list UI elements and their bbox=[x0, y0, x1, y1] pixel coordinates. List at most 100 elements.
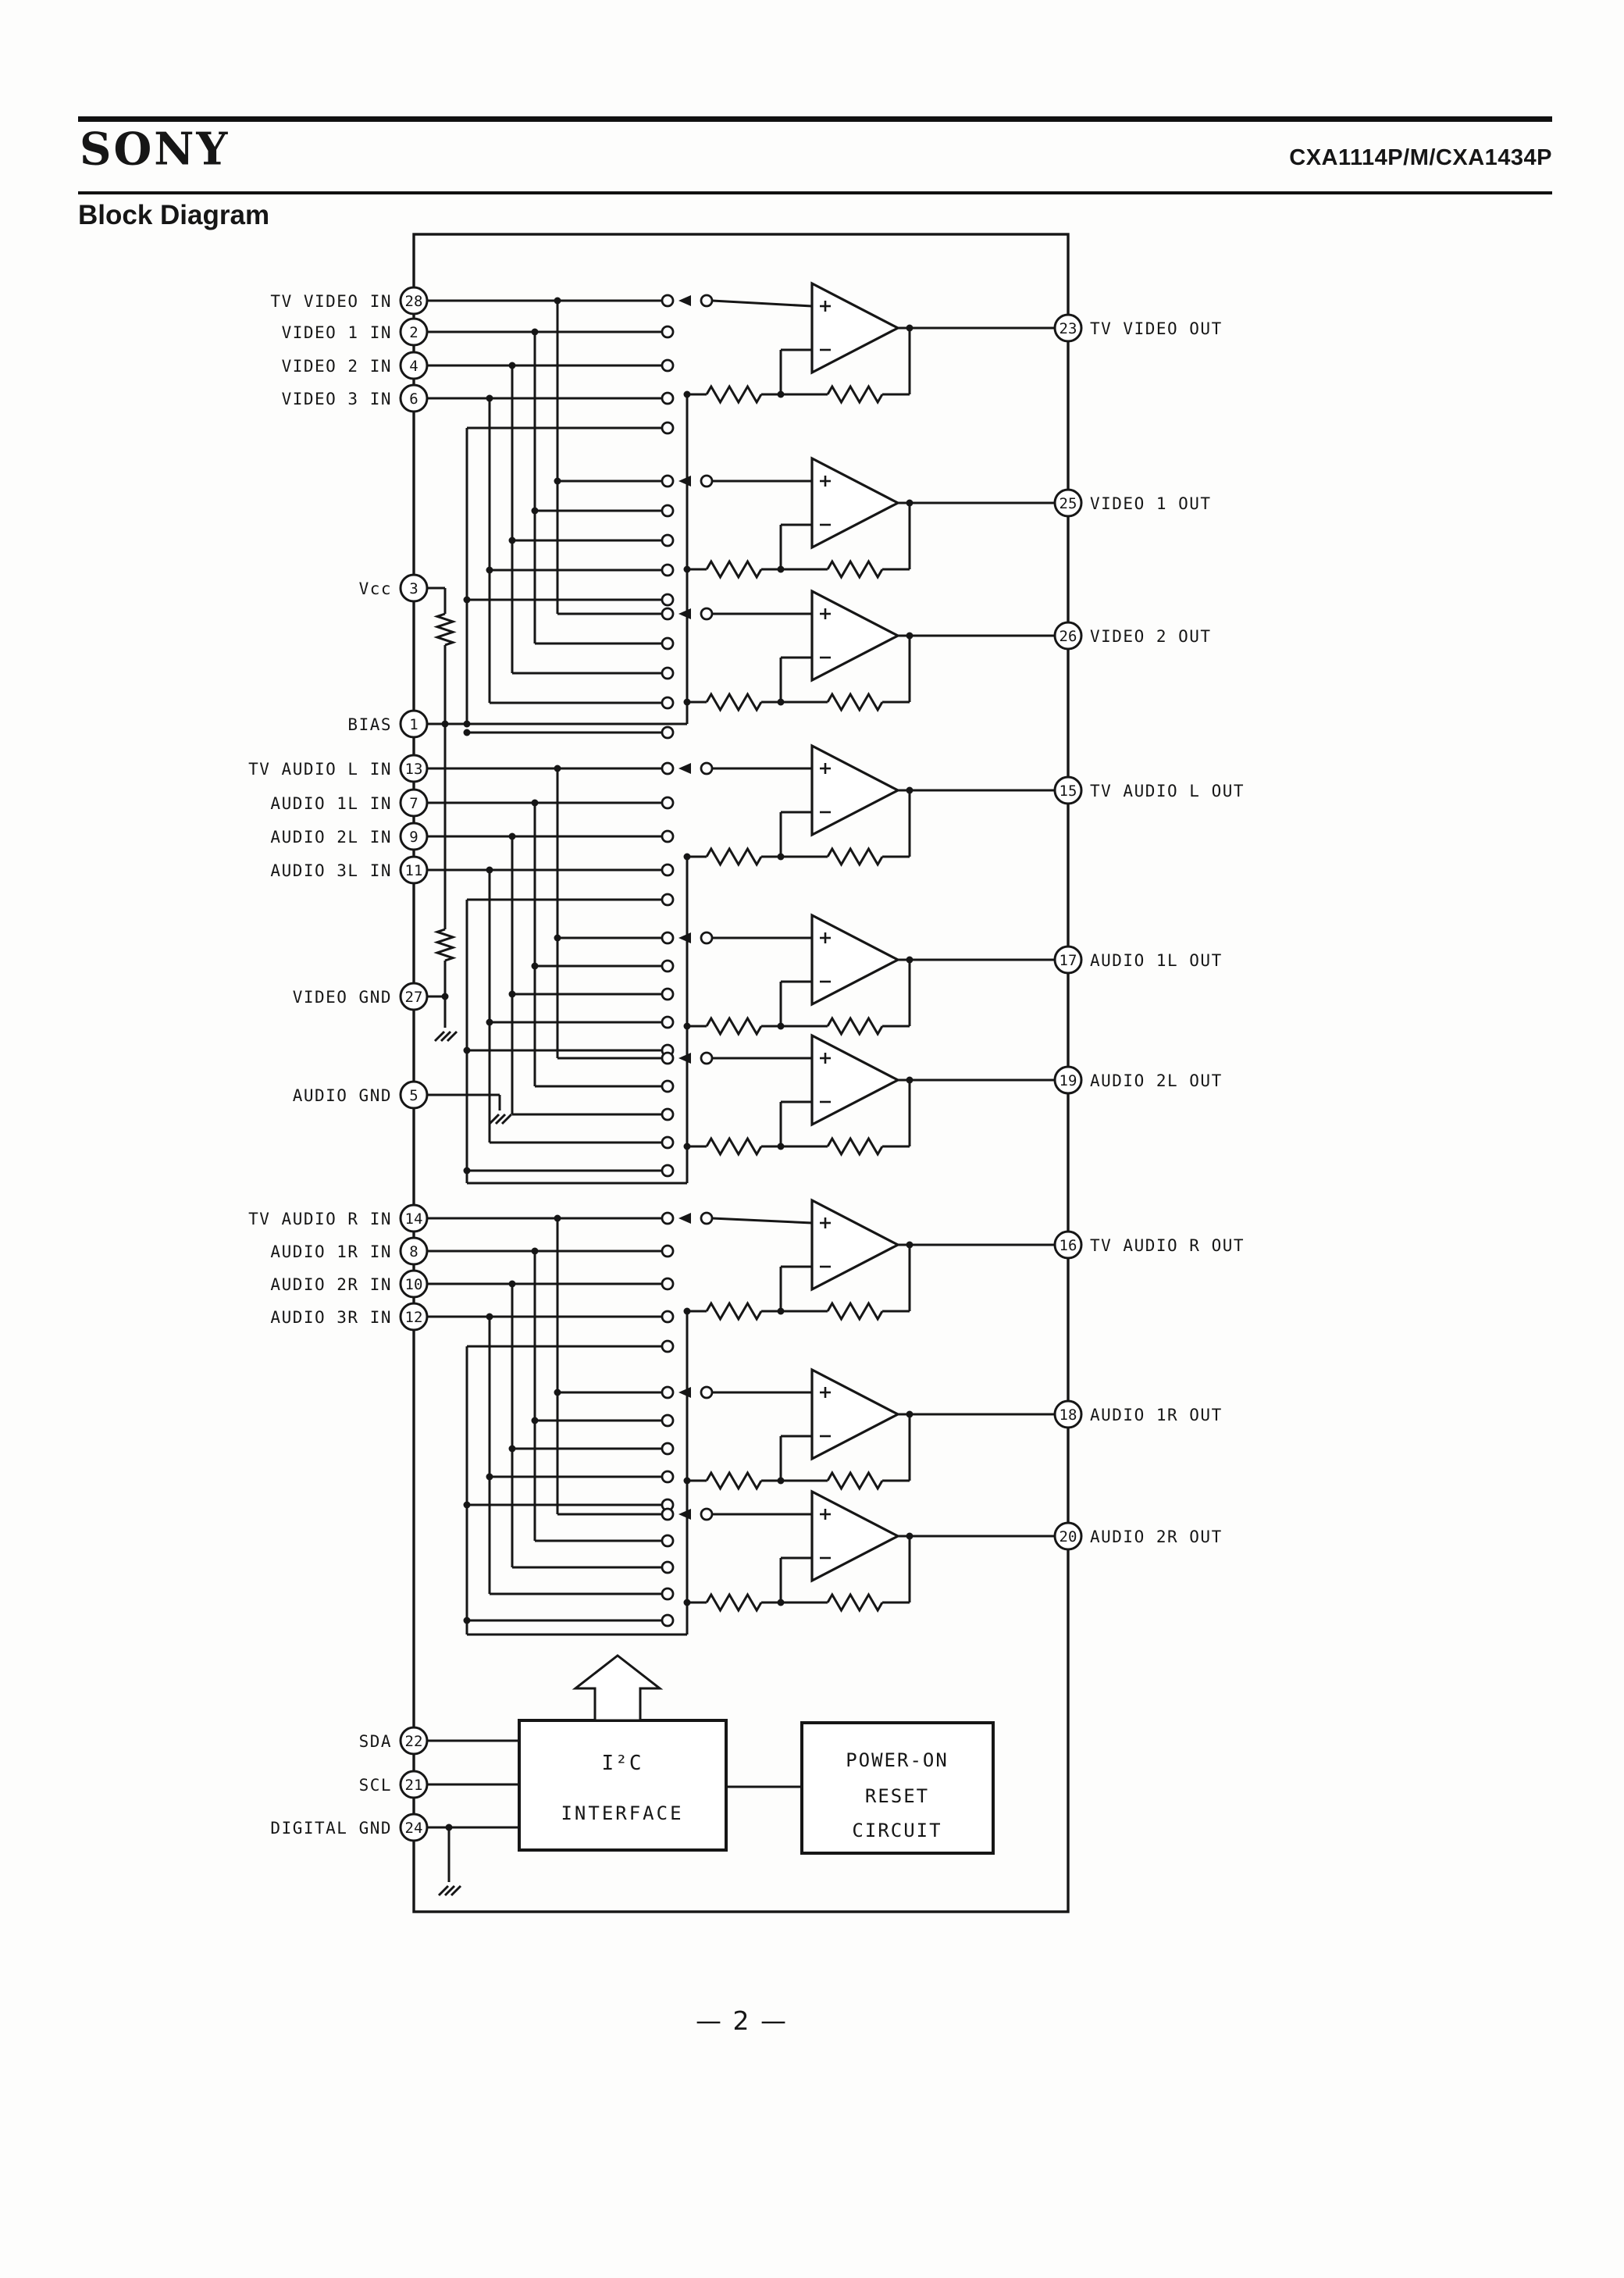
page-title: Block Diagram bbox=[78, 200, 270, 230]
resistor-icon bbox=[826, 692, 884, 712]
resistor-icon bbox=[705, 559, 763, 579]
opamp-17 bbox=[810, 913, 901, 1007]
pin-number: 16 bbox=[1060, 1237, 1077, 1254]
junction-dot bbox=[683, 1477, 691, 1485]
switch-contact-icon bbox=[661, 1339, 675, 1353]
switch-contact-icon bbox=[661, 1244, 675, 1258]
pin-number: 14 bbox=[405, 1210, 423, 1228]
switch-contact-icon bbox=[661, 761, 675, 775]
pin-label: TV AUDIO R IN bbox=[248, 1210, 392, 1228]
pin-27-video-gnd bbox=[399, 982, 429, 1011]
pin-number: 8 bbox=[409, 1243, 418, 1260]
ground-icon bbox=[440, 1030, 452, 1043]
junction-dot bbox=[683, 698, 691, 706]
switch-contact-icon bbox=[661, 1587, 675, 1601]
pin-21-scl bbox=[399, 1770, 429, 1799]
pin-number: 19 bbox=[1060, 1072, 1077, 1089]
switch-contact-icon bbox=[700, 294, 714, 308]
pin-28-tv-video-in bbox=[399, 286, 429, 315]
switch-contact-icon bbox=[661, 1470, 675, 1484]
switch-contact-icon bbox=[661, 533, 675, 547]
opamp-15 bbox=[810, 743, 901, 837]
por-label: POWER-ON bbox=[846, 1749, 949, 1771]
pin-22-sda bbox=[399, 1726, 429, 1756]
pin-number: 24 bbox=[405, 1820, 423, 1837]
switch-contact-icon bbox=[661, 1211, 675, 1225]
pin-label: TV VIDEO IN bbox=[270, 292, 392, 311]
pin-label: AUDIO 1R IN bbox=[270, 1242, 392, 1261]
resistor-icon bbox=[433, 612, 457, 647]
pin-label: SDA bbox=[359, 1732, 392, 1751]
pin-label: AUDIO 2R IN bbox=[270, 1275, 392, 1294]
switch-contact-icon bbox=[661, 1613, 675, 1627]
opamp-23 bbox=[810, 281, 901, 375]
pin-number: 28 bbox=[405, 293, 423, 310]
switch-contact-icon bbox=[661, 1107, 675, 1121]
switch-contact-icon bbox=[661, 696, 675, 710]
resistor-icon bbox=[826, 1136, 884, 1157]
switch-contact-icon bbox=[661, 1164, 675, 1178]
switch-contact-icon bbox=[661, 563, 675, 577]
i2c-label: INTERFACE bbox=[561, 1802, 683, 1824]
ground-icon bbox=[500, 1113, 513, 1125]
i2c-label: I²C bbox=[602, 1752, 643, 1775]
pin-6-video-3-in bbox=[399, 383, 429, 413]
pin-number: 20 bbox=[1060, 1528, 1077, 1545]
pin-number: 15 bbox=[1060, 783, 1077, 800]
pin-number: 17 bbox=[1060, 952, 1077, 969]
opamp-26 bbox=[810, 589, 901, 683]
pin-label: AUDIO 2L IN bbox=[270, 828, 392, 847]
switch-contact-icon bbox=[661, 1310, 675, 1324]
pin-3-vcc bbox=[399, 573, 429, 603]
bus-arrow-icon bbox=[572, 1654, 664, 1722]
opamp-19 bbox=[810, 1033, 901, 1127]
pin-label: VIDEO 1 IN bbox=[282, 323, 392, 342]
resistor-icon bbox=[705, 1592, 763, 1613]
switch-contact-icon bbox=[661, 1442, 675, 1456]
switch-contact-icon bbox=[661, 893, 675, 907]
ground-icon bbox=[433, 1030, 446, 1043]
sony-logo: SONY bbox=[80, 123, 230, 176]
pin-23-tv-video-out bbox=[1053, 313, 1083, 343]
signal-arrow-icon bbox=[678, 1387, 691, 1398]
pin-5-audio-gnd bbox=[399, 1080, 429, 1110]
switch-contact-icon bbox=[661, 1079, 675, 1093]
switch-contact-icon bbox=[661, 1534, 675, 1548]
ground-icon bbox=[443, 1884, 456, 1897]
pin-label: VIDEO 2 IN bbox=[282, 357, 392, 376]
junction-dot bbox=[683, 1022, 691, 1030]
pin-17-audio-1l-out bbox=[1053, 945, 1083, 975]
resistor-icon bbox=[705, 384, 763, 405]
switch-contact-icon bbox=[700, 1385, 714, 1399]
switch-contact-icon bbox=[661, 325, 675, 339]
switch-contact-icon bbox=[700, 931, 714, 945]
pin-4-video-2-in bbox=[399, 351, 429, 380]
wire bbox=[711, 1217, 813, 1225]
pin-label: TV AUDIO L IN bbox=[248, 760, 392, 779]
switch-contact-icon bbox=[661, 796, 675, 810]
pin-13-tv-audio-l-in bbox=[399, 754, 429, 783]
resistor-icon bbox=[433, 928, 457, 962]
resistor-icon bbox=[705, 1136, 763, 1157]
pin-label: AUDIO GND bbox=[293, 1086, 392, 1105]
switch-contact-icon bbox=[661, 1385, 675, 1399]
pin-label: AUDIO 3L IN bbox=[270, 861, 392, 880]
pin-label: VIDEO 1 OUT bbox=[1090, 494, 1212, 513]
page-number: — 2 — bbox=[696, 2005, 788, 2036]
pin-number: 13 bbox=[405, 761, 423, 778]
junction-dot bbox=[463, 720, 471, 728]
resistor-icon bbox=[705, 1016, 763, 1036]
resistor-icon bbox=[705, 692, 763, 712]
opamp-18 bbox=[810, 1367, 901, 1461]
junction-dot bbox=[683, 565, 691, 573]
pin-label: AUDIO 1R OUT bbox=[1090, 1406, 1223, 1424]
junction-dot bbox=[683, 1599, 691, 1606]
pin-9-audio-2l-in bbox=[399, 822, 429, 851]
pin-label: AUDIO 1L OUT bbox=[1090, 951, 1223, 970]
pin-number: 5 bbox=[409, 1087, 418, 1104]
pin-8-audio-1r-in bbox=[399, 1236, 429, 1266]
pin-label: TV AUDIO R OUT bbox=[1090, 1236, 1245, 1255]
pin-11-audio-3l-in bbox=[399, 855, 429, 885]
